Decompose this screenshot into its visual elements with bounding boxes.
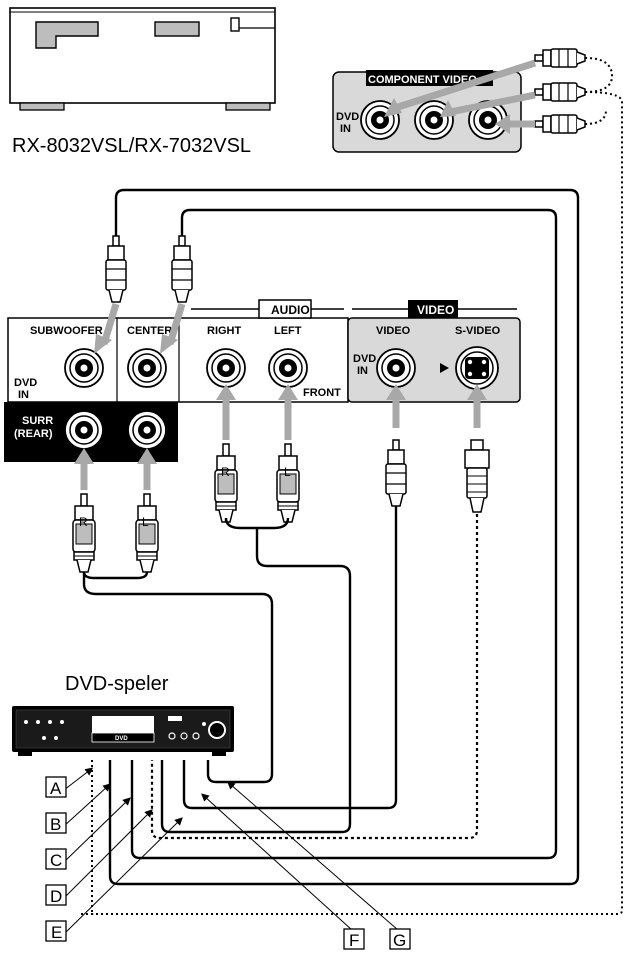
svg-text:C: C (50, 851, 62, 870)
video-dvd-label: DVD (353, 353, 376, 365)
callout-b: B (45, 812, 67, 834)
component-video-title: COMPONENT VIDEO (368, 74, 477, 86)
s-video-jack (455, 346, 499, 390)
audio-in-label: IN (18, 389, 29, 401)
surround-plugs (72, 448, 274, 784)
s-video-label: S-VIDEO (455, 325, 501, 337)
surround-left-jack (127, 410, 167, 450)
center-jack (127, 348, 167, 388)
svg-text:E: E (51, 923, 62, 942)
callout-leaders (63, 767, 399, 935)
surr-label: SURR (22, 415, 53, 427)
component-video-panel (332, 70, 522, 153)
video-panel (347, 300, 521, 403)
right-label: RIGHT (207, 325, 242, 337)
player-title: DVD-speler (65, 673, 169, 695)
svg-text:B: B (50, 815, 61, 834)
dvd-player (12, 706, 234, 756)
audio-panel (4, 299, 349, 462)
left-label: LEFT (274, 325, 302, 337)
svg-text:D: D (50, 887, 62, 906)
audio-title: AUDIO (271, 303, 310, 317)
s-video-plug (464, 439, 490, 513)
callout-f: F (343, 928, 365, 950)
callout-d: D (45, 884, 67, 906)
svg-text:G: G (393, 931, 406, 950)
player-badge: DVD (115, 736, 128, 742)
sub-center-plugs (94, 188, 580, 886)
front-left-jack (268, 348, 308, 388)
center-label: CENTER (127, 325, 172, 337)
subwoofer-label: SUBWOOFER (30, 325, 103, 337)
rear-label: (REAR) (14, 428, 53, 440)
receiver-model: RX-8032VSL/RX-7032VSL (12, 135, 251, 157)
svg-text:A: A (50, 779, 62, 798)
surr-r-letter: R (79, 515, 88, 529)
video-plugs (150, 384, 490, 840)
composite-video-jack (376, 348, 416, 388)
component-in-label: IN (340, 123, 351, 135)
callout-a: A (45, 776, 67, 798)
component-plugs (78, 48, 623, 915)
receiver-illustration (9, 7, 276, 111)
video-title: VIDEO (417, 303, 454, 317)
callout-g: G (389, 928, 411, 950)
front-audio-plugs (160, 384, 352, 834)
component-dvd-label: DVD (336, 111, 359, 123)
surround-right-jack (64, 410, 104, 450)
subwoofer-jack (64, 348, 104, 388)
front-right-jack (206, 348, 246, 388)
callout-c: C (45, 848, 67, 870)
svg-text:F: F (349, 931, 359, 950)
front-r-letter: R (221, 465, 230, 479)
video-label: VIDEO (376, 325, 411, 337)
video-in-label: IN (357, 365, 368, 377)
front-l-letter: L (284, 465, 291, 479)
surr-l-letter: L (142, 515, 149, 529)
audio-dvd-label: DVD (14, 377, 37, 389)
callout-e: E (45, 920, 67, 942)
front-label: FRONT (303, 387, 341, 399)
